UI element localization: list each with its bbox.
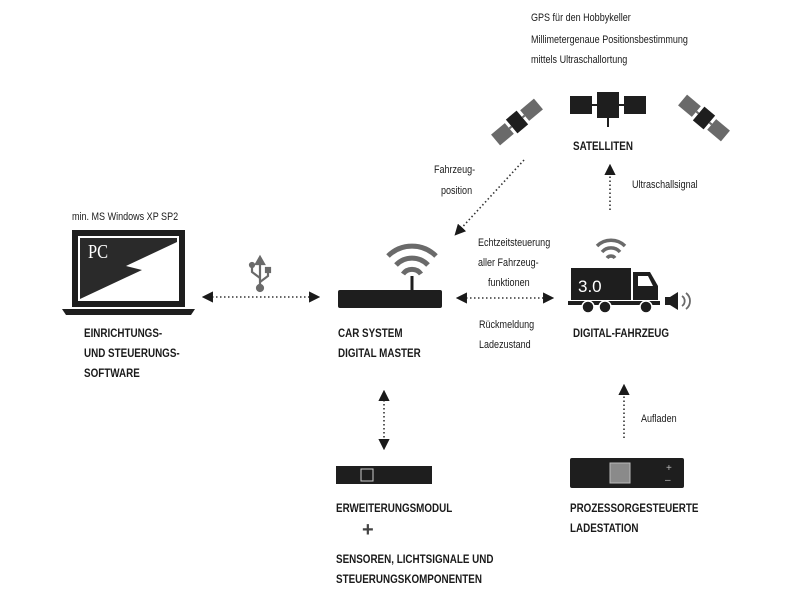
module-plus-sign: +: [362, 519, 374, 541]
module-label: ERWEITERUNGSMODUL: [336, 501, 453, 515]
expansion-module-device: [336, 466, 432, 484]
vehicle-plate: 3.0: [578, 277, 602, 296]
speaker-icon: [665, 292, 691, 310]
station-label-line1: PROZESSORGESTEUERTE: [570, 501, 699, 515]
module-components-line1: SENSOREN, LICHTSIGNALE UND: [336, 552, 494, 566]
station-minus-sign: –: [665, 475, 671, 486]
pc-label-line1: EINRICHTUNGS-: [84, 326, 163, 340]
truck-icon: [568, 268, 660, 314]
pc-requirement: min. MS Windows XP SP2: [72, 211, 179, 223]
laptop-icon: [62, 230, 195, 315]
pc-label-line3: SOFTWARE: [84, 366, 140, 380]
gps-subtitle-line1: Millimetergenaue Positionsbestimmung: [531, 34, 688, 46]
satellite-icon: [678, 94, 730, 142]
pc-screen-text: PC: [88, 241, 109, 263]
master-label-line2: DIGITAL MASTER: [338, 346, 421, 360]
master-label-line1: CAR SYSTEM: [338, 326, 403, 340]
vehicle-label: DIGITAL-FAHRZEUG: [573, 326, 670, 340]
station-plus-sign: +: [666, 463, 672, 474]
vehicle-position-label-line2: position: [441, 185, 473, 197]
vehicle-position-label-line1: Fahrzeug-: [434, 164, 476, 176]
realtime-label-line1: Echtzeitsteuerung: [478, 237, 551, 249]
satellites-label: SATELLITEN: [573, 139, 633, 153]
gps-title: GPS für den Hobbykeller: [531, 12, 631, 24]
position-connection: [454, 159, 525, 236]
feedback-label-line1: Rückmeldung: [479, 319, 535, 331]
charging-label: Aufladen: [641, 413, 677, 425]
pc-label-line2: UND STEUERUNGS-: [84, 346, 180, 360]
satellite-icon: [570, 92, 646, 127]
satellite-icon: [491, 98, 543, 146]
gps-subtitle-line2: mittels Ultraschallortung: [531, 54, 628, 66]
module-components-line2: STEUERUNGSKOMPONENTEN: [336, 572, 482, 586]
wifi-icon: [595, 238, 627, 260]
digital-master-device: [338, 290, 442, 308]
feedback-label-line2: Ladezustand: [479, 339, 531, 351]
realtime-label-line3: funktionen: [488, 277, 530, 289]
ultrasound-label: Ultraschallsignal: [632, 179, 698, 191]
usb-icon: [248, 254, 272, 293]
wifi-icon: [386, 243, 438, 290]
charging-station-device: [570, 458, 684, 488]
station-label-line2: LADESTATION: [570, 521, 639, 535]
realtime-label-line2: aller Fahrzeug-: [478, 257, 539, 269]
